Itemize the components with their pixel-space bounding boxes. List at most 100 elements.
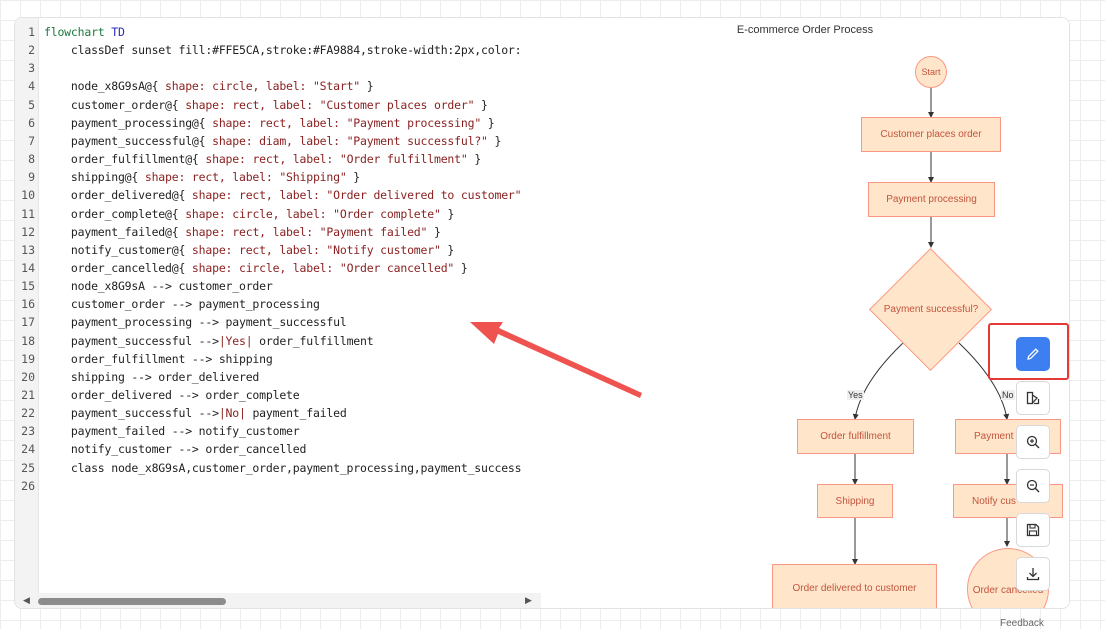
edit-button[interactable] [1016, 337, 1050, 371]
node-payment-processing[interactable]: Payment processing [868, 182, 995, 217]
code-token: } [487, 115, 495, 130]
scroll-left-icon[interactable]: ◀ [23, 596, 30, 606]
zoom-in-button[interactable] [1016, 425, 1050, 459]
code-token: shape: circle, label: "Order complete" [185, 206, 448, 221]
code-token: shape: circle, label: "Order cancelled" [191, 260, 461, 275]
node-order-fulfillment[interactable]: Order fulfillment [797, 419, 914, 454]
line-number: 3 [28, 61, 35, 76]
code-token: } [433, 224, 441, 239]
scrollbar-thumb[interactable] [38, 598, 226, 605]
code-token: node_x8G9sA --> customer_order [44, 279, 273, 294]
code-line[interactable]: shipping@{ shape: rect, label: "Shipping… [44, 168, 360, 186]
code-token: |No| [218, 406, 246, 421]
download-button[interactable] [1016, 557, 1050, 591]
line-number: 12 [21, 224, 35, 239]
code-token: payment_failed --> notify_customer [44, 424, 300, 439]
code-line[interactable]: shipping --> order_delivered [44, 368, 259, 386]
code-token: class node_x8G9sA,customer_order,payment… [44, 460, 522, 475]
code-line[interactable]: payment_failed --> notify_customer [44, 422, 300, 440]
download-icon [1026, 568, 1040, 581]
code-token: order_cancelled@{ [44, 260, 192, 275]
code-token: } [494, 133, 502, 148]
diagram-edges [852, 88, 1010, 565]
horizontal-scrollbar[interactable]: ◀ ▶ [15, 593, 541, 608]
zoom-out-button[interactable] [1016, 469, 1050, 503]
code-line[interactable]: order_delivered@{ shape: rect, label: "O… [44, 186, 522, 204]
code-token: payment_processing@{ [44, 115, 213, 130]
code-line[interactable]: notify_customer --> order_cancelled [44, 440, 307, 458]
code-token: shape: rect, label: "Notify customer" [191, 242, 448, 257]
code-token: shipping --> order_delivered [44, 369, 260, 384]
code-token: shape: rect, label: "Customer places ord… [185, 97, 482, 112]
code-token: shape: diam, label: "Payment successful?… [212, 133, 495, 148]
code-line[interactable]: classDef sunset fill:#FFE5CA,stroke:#FA9… [44, 41, 522, 59]
code-token: shape: rect, label: "Order fulfillment" [205, 152, 475, 167]
scroll-right-icon[interactable]: ▶ [525, 596, 532, 606]
code-line[interactable]: node_x8G9sA@{ shape: circle, label: "Sta… [44, 77, 374, 95]
code-token: shape: circle, label: "Start" [165, 79, 367, 94]
line-number: 7 [28, 133, 35, 148]
code-line[interactable]: node_x8G9sA --> customer_order [44, 277, 273, 295]
code-line[interactable]: payment_processing@{ shape: rect, label:… [44, 114, 495, 132]
line-number: 2 [28, 43, 35, 58]
line-number: 4 [28, 79, 35, 94]
code-line[interactable]: order_delivered --> order_complete [44, 386, 300, 404]
code-token: notify_customer@{ [44, 242, 192, 257]
code-line[interactable]: order_cancelled@{ shape: circle, label: … [44, 259, 468, 277]
code-line[interactable]: payment_processing --> payment_successfu… [44, 313, 347, 331]
line-number: 22 [21, 406, 35, 421]
code-token: payment_failed@{ [44, 224, 186, 239]
code-token: TD [111, 25, 125, 39]
line-number: 21 [21, 388, 35, 402]
edge-label-no: No [1001, 390, 1015, 400]
line-number: 6 [28, 115, 35, 130]
line-number: 23 [21, 424, 35, 439]
node-customer-order[interactable]: Customer places order [861, 117, 1001, 152]
code-token: payment_successful --> [44, 333, 219, 348]
code-token: order_complete@{ [44, 206, 186, 221]
code-token: node_x8G9sA@{ [44, 79, 166, 94]
code-line[interactable]: payment_successful@{ shape: diam, label:… [44, 132, 502, 150]
code-line[interactable]: customer_order@{ shape: rect, label: "Cu… [44, 96, 488, 114]
code-token: customer_order --> payment_processing [44, 297, 320, 312]
line-number: 18 [21, 333, 35, 348]
code-token: } [353, 170, 361, 185]
line-number: 19 [21, 351, 35, 366]
code-token: shape: rect, label: "Shipping" [144, 170, 354, 185]
code-token: flowchart [44, 25, 112, 39]
code-line[interactable]: order_fulfillment@{ shape: rect, label: … [44, 150, 481, 168]
code-line[interactable]: flowchart TD [44, 23, 125, 41]
code-token: payment_successful --> [44, 406, 219, 421]
node-order-delivered[interactable]: Order delivered to customer [772, 564, 937, 608]
code-line[interactable]: order_complete@{ shape: circle, label: "… [44, 205, 454, 223]
code-line[interactable]: order_fulfillment --> shipping [44, 350, 273, 368]
code-line[interactable]: class node_x8G9sA,customer_order,payment… [44, 459, 522, 477]
code-token: payment_processing --> payment_successfu… [44, 315, 347, 330]
code-token: order_fulfillment --> shipping [44, 351, 273, 366]
code-line[interactable]: payment_successful -->|Yes| order_fulfil… [44, 332, 374, 350]
code-token: order_fulfillment [252, 333, 374, 348]
code-line[interactable]: payment_failed@{ shape: rect, label: "Pa… [44, 223, 441, 241]
diagram-title: E-commerce Order Process [736, 24, 874, 36]
diagram-preview[interactable]: E-commerce Order Process Start Customer … [541, 18, 1069, 608]
code-line[interactable]: customer_order --> payment_processing [44, 295, 320, 313]
code-token: shipping@{ [44, 170, 145, 185]
code-token: } [447, 242, 455, 257]
node-payment-successful: Payment successful? [883, 304, 979, 315]
code-line[interactable]: payment_successful -->|No| payment_faile… [44, 404, 347, 422]
theme-button[interactable] [1016, 381, 1050, 415]
feedback-link[interactable]: Feedback [1000, 618, 1044, 629]
node-shipping[interactable]: Shipping [817, 484, 893, 518]
line-number: 20 [21, 369, 35, 384]
line-number: 24 [21, 442, 35, 457]
code-line[interactable]: notify_customer@{ shape: rect, label: "N… [44, 241, 454, 259]
node-start[interactable]: Start [915, 56, 947, 88]
save-button[interactable] [1016, 513, 1050, 547]
line-number: 11 [21, 206, 35, 221]
line-number: 8 [28, 152, 35, 167]
line-number: 25 [21, 460, 35, 475]
line-number: 13 [21, 242, 35, 257]
